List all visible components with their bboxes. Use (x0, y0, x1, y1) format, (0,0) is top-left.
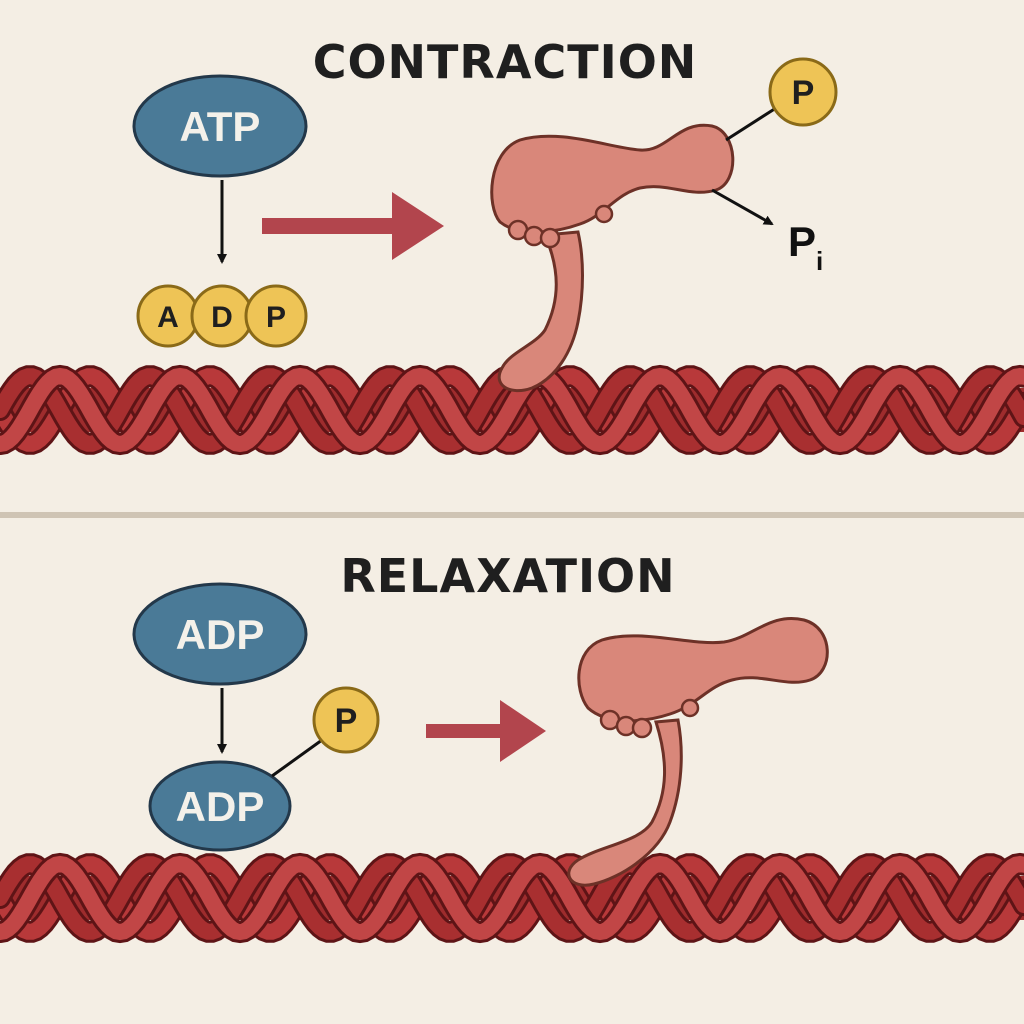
relaxation-panel: RELAXATION ADP ADP P (0, 549, 1024, 944)
adp-top-label: ADP (176, 611, 265, 658)
bead-p (244, 284, 308, 348)
bead-p-label: P (266, 301, 286, 334)
pi-subscript: i (816, 246, 823, 276)
actin-strand (0, 367, 1024, 453)
phosphate-relaxation: P (271, 686, 380, 778)
atp-molecule: ATP (132, 74, 308, 178)
relaxation-step-arrow (426, 700, 546, 762)
pi-release-arrow (711, 188, 774, 226)
actin-strand (0, 855, 1024, 941)
contraction-step-arrow (262, 192, 444, 260)
actin-filament-bottom (0, 852, 1024, 944)
myosin-head-relaxation (567, 617, 829, 887)
phosphate-label: P (792, 74, 815, 112)
inorganic-phosphate-label: P i (788, 218, 823, 276)
bead-a-label: A (157, 301, 179, 334)
atp-label: ATP (180, 103, 261, 150)
adp-molecule-bottom: ADP (148, 760, 292, 852)
phosphate-attached: P (725, 57, 838, 142)
adp-bottom-label: ADP (176, 783, 265, 830)
relaxation-title: RELAXATION (340, 549, 675, 603)
bead-d-label: D (211, 301, 233, 334)
phosphate-relaxation-label: P (335, 702, 358, 740)
contraction-title: CONTRACTION (313, 35, 698, 89)
adp-molecule-top: ADP (132, 582, 308, 686)
contraction-panel: CONTRACTION ATP A D P (0, 35, 1024, 456)
myosin-head-contraction (490, 123, 735, 393)
pi-base: P (788, 218, 816, 265)
panel-divider (0, 512, 1024, 518)
adp-beads: A D P (136, 284, 308, 348)
